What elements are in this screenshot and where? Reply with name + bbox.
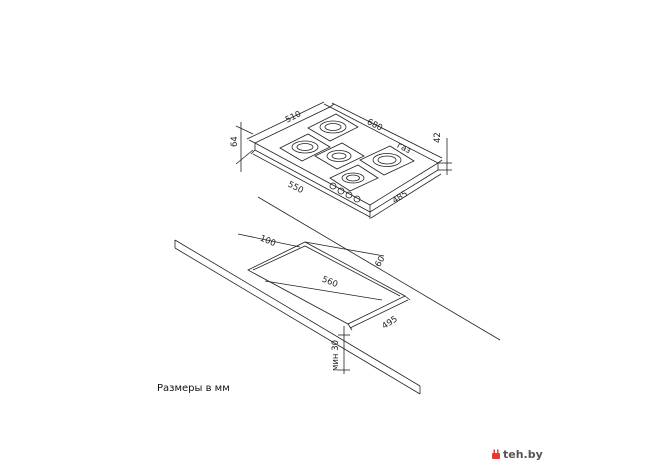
dim-510: 510 (284, 109, 303, 125)
dim-680: 680 (365, 117, 384, 133)
caption: Размеры в мм (157, 383, 230, 394)
dim-485: 485 (391, 189, 410, 206)
dim-60: 60 (373, 255, 387, 269)
gas-label: газ (395, 141, 413, 157)
dim-42: 42 (433, 132, 443, 143)
dim-560: 560 (320, 275, 339, 290)
watermark: teh.by (503, 448, 543, 461)
countertop (174, 196, 501, 395)
dim-64: 64 (230, 136, 240, 147)
hob-dimension-lines (235, 101, 452, 219)
dim-100: 100 (258, 234, 277, 249)
burner-grates (279, 113, 415, 192)
dim-495: 495 (380, 314, 399, 331)
dim-550: 550 (286, 180, 305, 196)
control-knobs (329, 182, 361, 203)
dimension-labels: 510 680 64 газ 42 550 485 100 60 560 495… (230, 109, 443, 371)
dim-min-30: мин 30 (331, 340, 341, 371)
cutout-dimension-lines (237, 233, 411, 374)
plug-icon (492, 449, 500, 459)
